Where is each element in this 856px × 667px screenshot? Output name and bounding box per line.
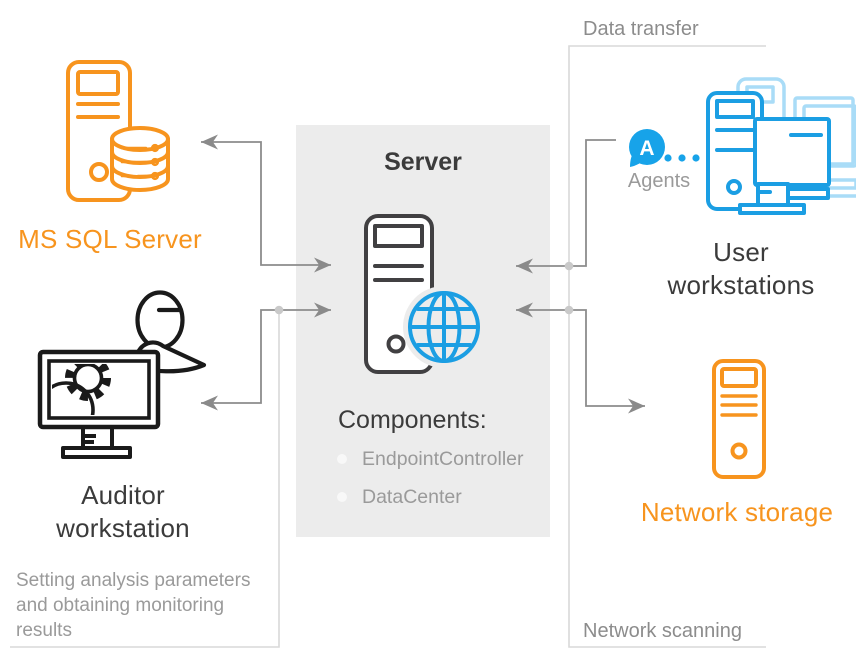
auditor-workstation-icon — [37, 290, 207, 459]
auditor-note: Setting analysis parameters and obtainin… — [16, 570, 251, 641]
database-icon — [110, 126, 170, 192]
monitor-icon — [738, 117, 831, 215]
component-item: DataCenter — [337, 485, 524, 509]
components-heading: Components: — [338, 406, 487, 434]
user-workstations-label: User workstations — [667, 237, 815, 300]
monitor-icon — [37, 349, 161, 459]
network-storage-icon — [712, 359, 766, 479]
server-icon — [364, 214, 485, 374]
auditor-workstation-label: Auditor workstation — [56, 480, 190, 543]
globe-icon — [403, 286, 485, 368]
server-title: Server — [384, 148, 462, 176]
network-storage-label: Network storage — [640, 497, 834, 527]
agent-badge-letter: A — [639, 137, 654, 160]
user-workstations-icon — [706, 77, 856, 215]
tower-icon — [706, 91, 764, 211]
data-transfer-label: Data transfer — [583, 18, 699, 40]
components-list: EndpointController DataCenter — [337, 447, 524, 523]
agents-label: Agents — [627, 170, 691, 192]
ms-sql-server-icon — [66, 60, 170, 202]
component-item: EndpointController — [337, 448, 524, 470]
network-scanning-label: Network scanning — [583, 620, 742, 642]
server-panel: Server Components: EndpointController — [296, 125, 550, 537]
ms-sql-server-label: MS SQL Server — [18, 224, 202, 254]
gear-icon — [52, 364, 111, 415]
ellipsis-dots-icon — [664, 154, 700, 162]
agents-badge-icon: A — [629, 129, 700, 167]
